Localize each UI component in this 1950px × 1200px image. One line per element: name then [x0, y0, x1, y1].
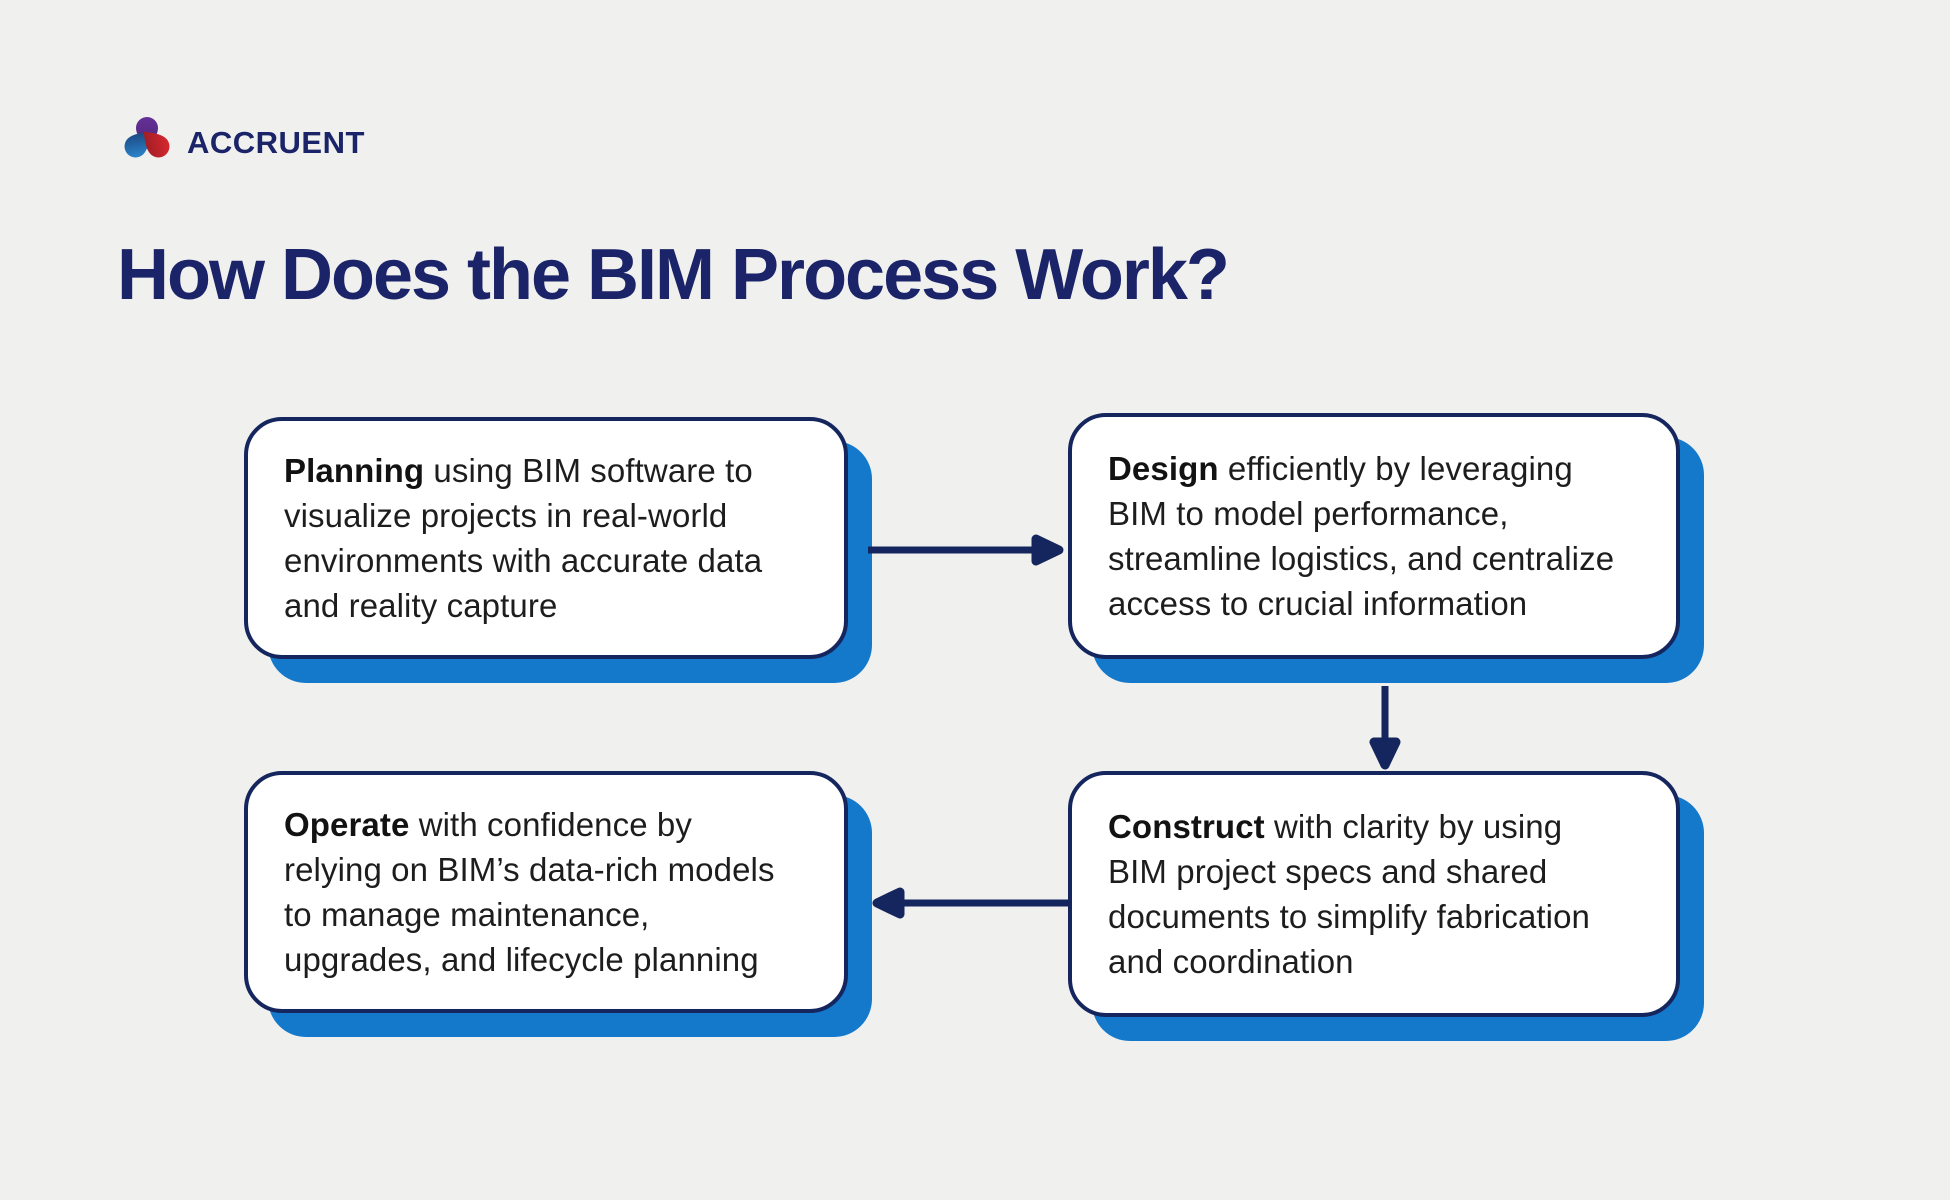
flow-box-construct-text: Construct with clarity by using BIM proj…: [1108, 808, 1591, 980]
flow-box-planning-lead: Planning: [284, 452, 425, 489]
flow-box-design-text: Design efficiently by leveraging BIM to …: [1108, 450, 1615, 622]
flow-box-design: Design efficiently by leveraging BIM to …: [1068, 413, 1680, 659]
arrow-right-planning-to-design: [868, 534, 1064, 566]
arrow-left-construct-to-operate: [872, 887, 1068, 919]
arrow-down-design-to-construct: [1369, 686, 1401, 770]
flow-box-operate-lead: Operate: [284, 806, 410, 843]
flow-box-design-lead: Design: [1108, 450, 1219, 487]
flow-box-construct-lead: Construct: [1108, 808, 1265, 845]
flow-box-operate-text: Operate with confidence by relying on BI…: [284, 806, 775, 978]
accruent-logo: ACCRUENT: [119, 114, 365, 166]
flow-box-planning-text: Planning using BIM software to visualize…: [284, 452, 763, 624]
page-title: How Does the BIM Process Work?: [117, 235, 1230, 315]
flow-box-operate: Operate with confidence by relying on BI…: [244, 771, 848, 1013]
accruent-logo-icon: [124, 117, 170, 158]
accruent-wordmark: ACCRUENT: [187, 124, 365, 160]
flow-box-construct: Construct with clarity by using BIM proj…: [1068, 771, 1680, 1017]
flow-box-planning: Planning using BIM software to visualize…: [244, 417, 848, 659]
